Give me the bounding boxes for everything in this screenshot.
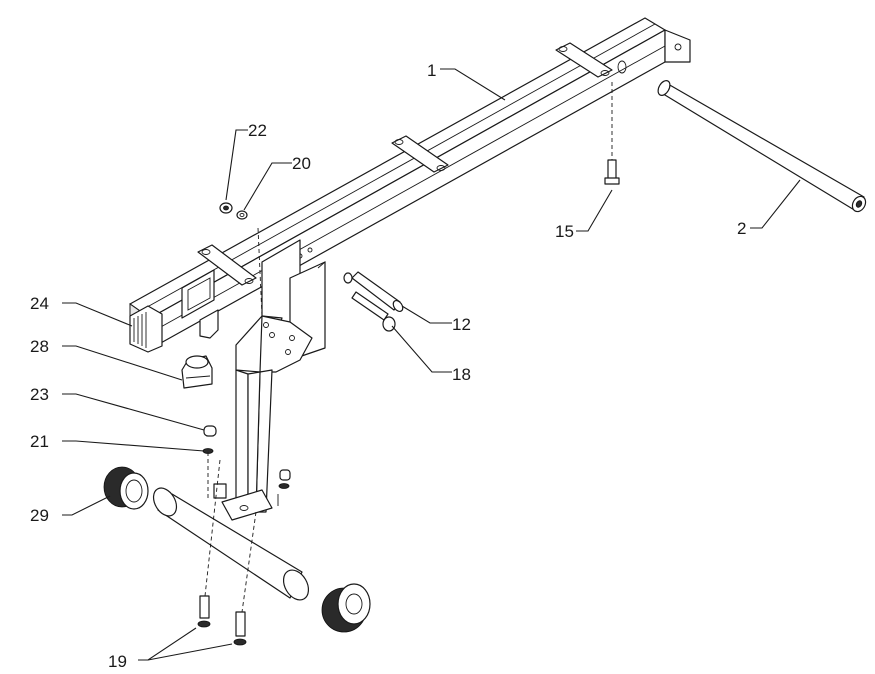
foam-pad-29 — [104, 467, 148, 509]
support-leg — [236, 370, 272, 512]
callout-15: 15 — [555, 222, 574, 241]
callout-29: 29 — [30, 506, 49, 525]
callout-20: 20 — [292, 154, 311, 173]
callout-1: 1 — [427, 61, 436, 80]
callout-21: 21 — [30, 432, 49, 451]
cap-nut-right — [278, 470, 290, 506]
callout-23: 23 — [30, 385, 49, 404]
callout-24: 24 — [30, 294, 49, 313]
foam-pad-right — [322, 584, 370, 632]
rear-rod — [656, 79, 869, 214]
end-cap-24 — [130, 306, 162, 352]
callout-28: 28 — [30, 337, 49, 356]
cap-nut-23 — [204, 426, 216, 436]
bolt-19b — [234, 512, 256, 645]
callout-19: 19 — [108, 652, 127, 671]
callout-18: 18 — [452, 365, 471, 384]
callout-22: 22 — [248, 121, 267, 140]
washer-20 — [237, 211, 247, 219]
nut-22 — [220, 203, 232, 213]
callout-2: 2 — [737, 219, 746, 238]
callout-12: 12 — [452, 315, 471, 334]
foot-cap-28 — [182, 356, 212, 388]
bolt-15 — [605, 82, 619, 184]
